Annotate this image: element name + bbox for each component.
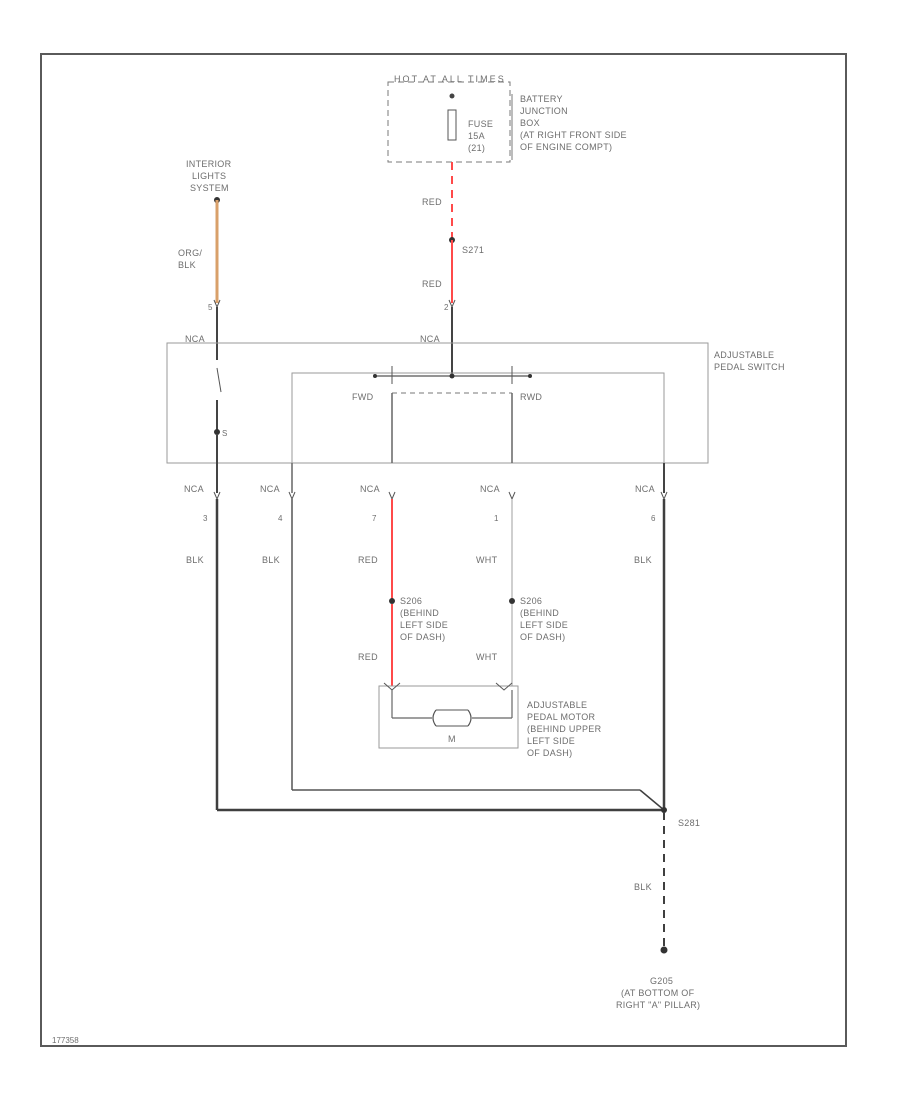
wire-color-blk-1: BLK xyxy=(186,555,204,565)
ground-label-3: RIGHT "A" PILLAR) xyxy=(616,1000,700,1010)
terminal-top-connector-5: NCA xyxy=(185,334,205,344)
pin-mark-1 xyxy=(508,491,516,501)
connector-s206-right-node xyxy=(509,598,515,604)
terminal-top-pin-5: 5 xyxy=(208,303,213,312)
wire-color-wht-2: WHT xyxy=(476,652,498,662)
wire-color-blk-3: BLK xyxy=(634,555,652,565)
fwd-label: FWD xyxy=(352,392,374,402)
interior-switch-blade xyxy=(216,367,222,393)
terminal-bottom-pin-1: 1 xyxy=(494,514,499,523)
fuse-location-5: OF ENGINE COMPT) xyxy=(520,142,612,152)
switch-bus-center-node xyxy=(449,373,455,379)
pin-mark-7 xyxy=(388,491,396,501)
wire-color-wht-1: WHT xyxy=(476,555,498,565)
switch-bus-left-node xyxy=(373,374,377,378)
terminal-bottom-pin-4: 4 xyxy=(278,514,283,523)
splice-s281-label: S281 xyxy=(678,818,700,828)
connector-s206-left-3: LEFT SIDE xyxy=(400,620,448,630)
fuse-location-3: BOX xyxy=(520,118,540,128)
wire-color-red-motor-1: RED xyxy=(358,555,378,565)
fuse-location-2: JUNCTION xyxy=(520,106,568,116)
connector-s206-left-4: OF DASH) xyxy=(400,632,445,642)
pin-mark-3 xyxy=(213,491,221,501)
motor-label-1: ADJUSTABLE xyxy=(527,700,587,710)
wire-color-org-blk-2: BLK xyxy=(178,260,196,270)
switch-label-1: ADJUSTABLE xyxy=(714,350,774,360)
interior-lights-label-3: SYSTEM xyxy=(190,183,229,193)
motor-symbol-letter: M xyxy=(448,734,456,744)
terminal-bottom-connector-3: NCA xyxy=(184,484,204,494)
motor-box xyxy=(378,685,519,749)
switch-bus-right-node xyxy=(528,374,532,378)
interior-switch-node xyxy=(214,429,220,435)
wire-color-blk-2: BLK xyxy=(262,555,280,565)
splice-s281-node xyxy=(661,807,667,813)
connector-s206-left-1: S206 xyxy=(400,596,422,606)
fuse-location-4: (AT RIGHT FRONT SIDE xyxy=(520,130,627,140)
connector-s206-left-2: (BEHIND xyxy=(400,608,439,618)
wire-color-red-motor-2: RED xyxy=(358,652,378,662)
battery-junction-box: HOT AT ALL TIMES FUSE 15A (21) BATTERY J… xyxy=(387,74,627,163)
connector-s206-left-node xyxy=(389,598,395,604)
wire-color-blk-ground: BLK xyxy=(634,882,652,892)
wire-color-red-upper-2: RED xyxy=(422,279,442,289)
ground-label-1: G205 xyxy=(650,976,673,986)
terminal-bottom-pin-6: 6 xyxy=(651,514,656,523)
motor-symbol-body xyxy=(432,709,472,727)
terminal-bottom-connector-6: NCA xyxy=(635,484,655,494)
ground-label-2: (AT BOTTOM OF xyxy=(621,988,695,998)
connector-s206-right-4: OF DASH) xyxy=(520,632,565,642)
pin-mark-4 xyxy=(288,491,296,501)
interior-lights-label-2: LIGHTS xyxy=(192,171,226,181)
rwd-label: RWD xyxy=(520,392,542,402)
diagram-id: 177358 xyxy=(52,1036,79,1045)
ground-g205-node xyxy=(660,946,668,954)
interior-switch-ground-mark: S xyxy=(222,429,227,438)
terminal-bottom-pin-3: 3 xyxy=(203,514,208,523)
wire-color-org-blk-1: ORG/ xyxy=(178,248,202,258)
switch-label-2: PEDAL SWITCH xyxy=(714,362,785,372)
diagram-frame xyxy=(40,53,847,1047)
switch-inner-box xyxy=(291,372,665,464)
terminal-bottom-connector-1: NCA xyxy=(480,484,500,494)
motor-label-5: OF DASH) xyxy=(527,748,572,758)
terminal-bottom-pin-7: 7 xyxy=(372,514,377,523)
interior-lights-label-1: INTERIOR xyxy=(186,159,232,169)
splice-s271-label: S271 xyxy=(462,245,484,255)
connector-s206-right-1: S206 xyxy=(520,596,542,606)
black-wire-bus-to-splice xyxy=(639,789,665,811)
wire-color-red-upper-1: RED xyxy=(422,197,442,207)
switch-outer-box xyxy=(166,342,709,464)
motor-pin-right xyxy=(495,682,513,691)
terminal-bottom-connector-4: NCA xyxy=(260,484,280,494)
fuse-label-3: (21) xyxy=(468,143,485,153)
motor-label-2: PEDAL MOTOR xyxy=(527,712,596,722)
fuse-box-outline xyxy=(387,81,511,163)
terminal-top-pin-2: 2 xyxy=(444,303,449,312)
terminal-top-connector-2: NCA xyxy=(420,334,440,344)
motor-label-3: (BEHIND UPPER xyxy=(527,724,602,734)
connector-s206-right-3: LEFT SIDE xyxy=(520,620,568,630)
fuse-location-1: BATTERY xyxy=(520,94,563,104)
fuse-label-2: 15A xyxy=(468,131,485,141)
fuse-top-node xyxy=(449,93,455,99)
adjustable-pedal-motor: M ADJUSTABLE PEDAL MOTOR (BEHIND UPPER L… xyxy=(378,682,602,758)
terminal-bottom-connector-7: NCA xyxy=(360,484,380,494)
adjustable-pedal-switch: ADJUSTABLE PEDAL SWITCH S FWD RWD xyxy=(166,342,785,464)
fuse-label-1: FUSE xyxy=(468,119,493,129)
fuse-icon xyxy=(447,109,457,141)
pin-mark-6 xyxy=(660,491,668,501)
connector-s206-right-2: (BEHIND xyxy=(520,608,559,618)
motor-label-4: LEFT SIDE xyxy=(527,736,575,746)
